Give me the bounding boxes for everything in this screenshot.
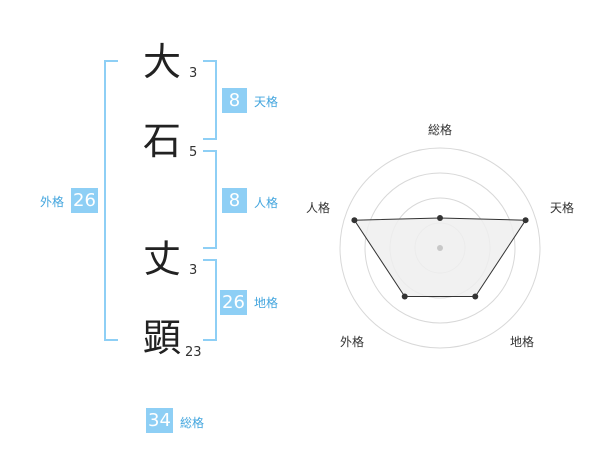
name-char-4: 顕 xyxy=(143,316,182,360)
soukaku-label: 総格 xyxy=(180,416,205,430)
name-char-1: 大 xyxy=(143,40,182,84)
radar-label-gaikaku: 外格 xyxy=(340,335,365,349)
radar-point-3 xyxy=(472,293,479,300)
name-char-3: 丈 xyxy=(143,237,182,281)
radar-ring xyxy=(364,172,516,324)
jinkaku-value-badge: 8 xyxy=(222,188,247,213)
gaikaku-label: 外格 xyxy=(40,195,65,209)
radar-center-dot xyxy=(437,245,443,251)
radar-label-chikaku: 地格 xyxy=(510,335,535,349)
radar-label-tenkaku: 天格 xyxy=(550,201,575,215)
stroke-count-1: 3 xyxy=(189,66,198,81)
tenkaku-value-badge: 8 xyxy=(222,88,247,113)
chikaku-bracket xyxy=(203,259,217,341)
radar-point-1 xyxy=(437,215,443,221)
radar-point-4 xyxy=(401,293,408,300)
radar-label-jinkaku: 人格 xyxy=(306,201,331,215)
gaikaku-value-badge: 26 xyxy=(71,188,98,213)
radar-point-2 xyxy=(522,217,529,224)
soukaku-value-badge: 34 xyxy=(146,408,173,433)
stroke-count-2: 5 xyxy=(189,145,198,160)
jinkaku-label: 人格 xyxy=(254,196,279,210)
gaikaku-bracket xyxy=(104,60,118,341)
tenkaku-bracket xyxy=(203,60,217,140)
stroke-count-3: 3 xyxy=(189,263,198,278)
fortune-radar-chart xyxy=(339,147,541,349)
jinkaku-bracket xyxy=(203,150,217,249)
chikaku-value-badge: 26 xyxy=(220,290,247,315)
radar-label-soukaku: 総格 xyxy=(428,123,453,137)
name-char-2: 石 xyxy=(143,119,182,163)
radar-score-polygon xyxy=(353,217,527,297)
tenkaku-label: 天格 xyxy=(254,95,279,109)
radar-ring xyxy=(339,147,541,349)
stroke-count-4: 23 xyxy=(185,345,202,360)
chikaku-label: 地格 xyxy=(254,296,279,310)
radar-point-5 xyxy=(351,217,358,224)
